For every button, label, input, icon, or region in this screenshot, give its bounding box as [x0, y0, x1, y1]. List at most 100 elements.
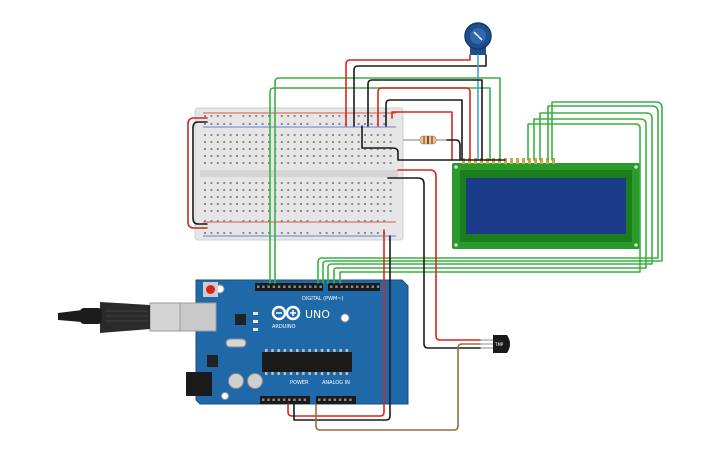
breadboard-hole [351, 189, 354, 191]
header-pin [262, 285, 265, 288]
rail-hole [229, 123, 232, 125]
rail-hole [268, 123, 270, 125]
chip-leg [265, 349, 268, 352]
breadboard-hole [389, 148, 392, 150]
chip-leg [345, 349, 349, 352]
breadboard-hole [389, 134, 392, 136]
chip-leg [289, 349, 293, 352]
rail-hole [364, 220, 366, 222]
rail-hole [242, 115, 245, 117]
breadboard-hole [242, 203, 245, 205]
rail-hole [293, 115, 296, 117]
breadboard-hole [370, 155, 373, 157]
breadboard-hole [280, 162, 283, 164]
breadboard-hole [300, 196, 302, 198]
breadboard-hole [248, 148, 251, 150]
breadboard-hole [242, 210, 245, 212]
rail-hole [344, 232, 347, 234]
sensor-label: TMP [494, 342, 504, 347]
breadboard-hole [357, 189, 360, 191]
breadboard-hole [344, 148, 347, 150]
breadboard-hole [268, 196, 270, 198]
breadboard-hole [204, 203, 206, 205]
breadboard-hole [229, 196, 232, 198]
chip-leg [327, 349, 330, 352]
breadboard-hole [287, 162, 290, 164]
breadboard-hole [364, 134, 366, 136]
breadboard-hole [306, 155, 309, 157]
breadboard[interactable] [194, 107, 404, 241]
header-pin [333, 398, 337, 401]
breadboard-hole [300, 148, 302, 150]
rail-hole [370, 220, 373, 222]
breadboard-hole [293, 196, 296, 198]
usb-cable[interactable] [58, 302, 181, 333]
rail-hole [223, 232, 226, 234]
breadboard-hole [332, 182, 334, 184]
breadboard-hole [229, 210, 232, 212]
chip-leg [333, 372, 336, 375]
arduino-uno-board[interactable]: DIGITAL (PWM~) POWER ANALOG IN ARDUINO U… [177, 279, 409, 405]
temperature-sensor[interactable]: TMP [480, 335, 510, 353]
breadboard-hole [332, 162, 334, 164]
header-pin [345, 285, 349, 288]
lcd-pin [498, 158, 501, 164]
header-pin [288, 285, 291, 288]
potentiometer[interactable] [464, 22, 492, 55]
breadboard-hole [242, 182, 245, 184]
lcd-pin [462, 158, 465, 164]
breadboard-hole [312, 210, 315, 212]
breadboard-hole [255, 134, 258, 136]
breadboard-hole [332, 203, 334, 205]
arduino-logo-icon [271, 305, 301, 321]
resistor[interactable] [403, 135, 447, 145]
breadboard-hole [268, 148, 270, 150]
breadboard-hole [344, 155, 347, 157]
lcd-display[interactable] [452, 158, 640, 249]
rail-hole [376, 220, 379, 222]
chip-leg [302, 349, 305, 352]
breadboard-hole [293, 134, 296, 136]
breadboard-hole [280, 141, 283, 143]
breadboard-hole [357, 162, 360, 164]
breadboard-hole [383, 189, 386, 191]
breadboard-hole [280, 148, 283, 150]
breadboard-hole [248, 189, 251, 191]
wire-green-1 [269, 87, 491, 284]
breadboard-hole [242, 189, 245, 191]
rail-hole [332, 232, 334, 234]
breadboard-hole [332, 141, 334, 143]
wire-resistor-lcd [446, 139, 461, 161]
header-pin [267, 398, 270, 401]
breadboard-hole [229, 134, 232, 136]
breadboard-hole [210, 189, 213, 191]
rail-hole [293, 220, 296, 222]
chip-leg [271, 349, 274, 352]
breadboard-hole [338, 141, 341, 143]
chip-leg [277, 372, 280, 375]
breadboard-hole [319, 141, 322, 143]
breadboard-hole [306, 210, 309, 212]
breadboard-hole [383, 210, 386, 212]
rail-hole [300, 115, 302, 117]
breadboard-hole [287, 148, 290, 150]
header-pin [366, 285, 369, 288]
header-pin [257, 285, 260, 288]
rail-hole [204, 115, 206, 117]
header-pin [371, 285, 375, 288]
breadboard-hole [236, 203, 238, 205]
breadboard-hole [236, 134, 238, 136]
breadboard-hole [370, 162, 373, 164]
breadboard-hole [325, 182, 328, 184]
header-pin [293, 285, 296, 288]
rail-hole [383, 115, 386, 117]
breadboard-hole [338, 182, 341, 184]
header-pin [293, 398, 296, 401]
rail-hole [268, 220, 270, 222]
wire-sensor-red [397, 169, 481, 341]
breadboard-hole [383, 203, 386, 205]
breadboard-hole [255, 141, 258, 143]
chip-leg [314, 349, 318, 352]
breadboard-hole [370, 182, 373, 184]
breadboard-hole [338, 210, 341, 212]
